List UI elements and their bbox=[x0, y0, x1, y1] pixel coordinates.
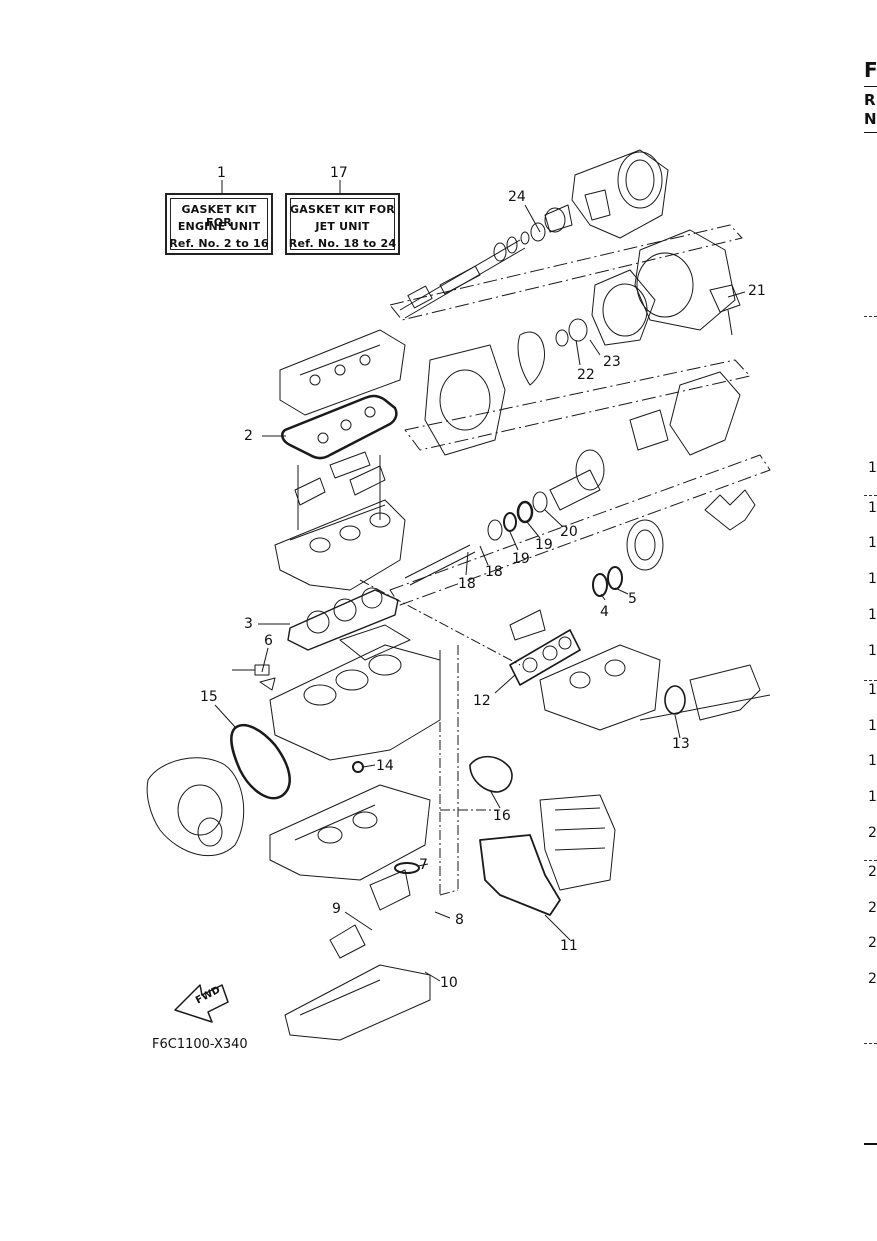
callout-24: 24 bbox=[508, 189, 526, 205]
callout-19a: 19 bbox=[535, 537, 553, 553]
callout-3: 3 bbox=[244, 616, 253, 632]
callout-10: 10 bbox=[440, 975, 458, 991]
assembly-lines bbox=[359, 579, 521, 896]
right-row-number: 1 bbox=[868, 718, 877, 734]
callout-16: 16 bbox=[493, 808, 511, 824]
drawing-code: F6C1100-X340 bbox=[152, 1037, 248, 1052]
right-header-rule-2 bbox=[864, 132, 877, 133]
callout-5: 5 bbox=[628, 591, 637, 607]
callout-18b: 18 bbox=[458, 576, 476, 592]
gasket-kit-jet-inner-border bbox=[290, 198, 395, 250]
right-row-number: 1 bbox=[868, 460, 877, 476]
callout-6: 6 bbox=[264, 633, 273, 649]
oil-bracket bbox=[329, 869, 411, 959]
right-row-number: 1 bbox=[868, 643, 877, 659]
electrical-box bbox=[539, 794, 616, 891]
gasket-16 bbox=[469, 755, 513, 793]
kit-engine-line-3: Ref. No. 2 to 16 bbox=[169, 237, 269, 250]
center-shaft bbox=[404, 449, 605, 586]
right-row-number: 2 bbox=[868, 971, 877, 987]
right-row-number: 1 bbox=[868, 535, 877, 551]
callout-12: 12 bbox=[473, 693, 491, 709]
right-header-rule-1 bbox=[864, 86, 877, 87]
drive-shaft bbox=[399, 222, 546, 319]
exhaust-manifold bbox=[539, 644, 661, 731]
right-divider bbox=[864, 1043, 877, 1044]
callout-11: 11 bbox=[560, 938, 578, 954]
right-divider bbox=[864, 860, 877, 861]
callout-17: 17 bbox=[330, 165, 348, 181]
gasket-kit-engine-inner-border bbox=[170, 198, 268, 250]
callout-19b: 19 bbox=[512, 551, 530, 567]
oil-pan bbox=[284, 964, 431, 1041]
right-row-number: 1 bbox=[868, 500, 877, 516]
crankcase-lower bbox=[269, 784, 431, 881]
kit-jet-line-1: GASKET KIT FOR bbox=[290, 203, 395, 216]
gasket-kit-engine-label: GASKET KIT FOR ENGINE UNIT Ref. No. 2 to… bbox=[165, 193, 273, 255]
right-row-number: 2 bbox=[868, 935, 877, 951]
right-row-number: 1 bbox=[868, 753, 877, 769]
kit-engine-line-1: GASKET KIT FOR bbox=[181, 203, 257, 229]
right-row-number: 1 bbox=[868, 571, 877, 587]
jet-pump-housing bbox=[544, 149, 669, 239]
stator-cover-gasket bbox=[230, 723, 291, 800]
muffler bbox=[639, 664, 771, 721]
right-divider bbox=[864, 680, 877, 681]
leader-lines bbox=[214, 180, 746, 982]
jet-housing-panel bbox=[389, 224, 771, 606]
right-bottom-rule bbox=[864, 1143, 877, 1145]
cylinder-head-gasket bbox=[287, 587, 399, 651]
callout-21: 21 bbox=[748, 283, 766, 299]
right-header-letter-1: F bbox=[864, 58, 877, 82]
right-row-number: 1 bbox=[868, 789, 877, 805]
callout-22: 22 bbox=[577, 367, 595, 383]
callout-14: 14 bbox=[376, 758, 394, 774]
callout-4: 4 bbox=[600, 604, 609, 620]
stator-cover bbox=[146, 757, 245, 857]
plate-gasket bbox=[479, 834, 561, 916]
callout-7: 7 bbox=[419, 857, 428, 873]
head-cover-gasket bbox=[281, 394, 398, 460]
right-header-letter-2: R bbox=[864, 91, 876, 109]
callout-20: 20 bbox=[560, 524, 578, 540]
exhaust-gasket bbox=[509, 629, 581, 686]
right-divider bbox=[864, 495, 877, 496]
o-ring-14 bbox=[352, 761, 364, 773]
callout-9: 9 bbox=[332, 901, 341, 917]
right-row-number: 2 bbox=[868, 825, 877, 841]
right-row-number: 2 bbox=[868, 900, 877, 916]
callout-13: 13 bbox=[672, 736, 690, 752]
impeller bbox=[509, 489, 756, 641]
right-row-number: 1 bbox=[868, 607, 877, 623]
callout-1: 1 bbox=[217, 165, 226, 181]
callout-8: 8 bbox=[455, 912, 464, 928]
cylinder-head-cover bbox=[279, 329, 406, 416]
camshaft-caps bbox=[294, 451, 386, 530]
oil-pressure-switch bbox=[232, 664, 276, 691]
cylinder-head bbox=[274, 499, 406, 591]
kit-jet-line-3: Ref. No. 18 to 24 bbox=[288, 237, 397, 250]
right-row-number: 1 bbox=[868, 682, 877, 698]
callout-15: 15 bbox=[200, 689, 218, 705]
fwd-arrow-icon bbox=[174, 984, 229, 1023]
right-divider bbox=[864, 316, 877, 317]
jet-middle-housing bbox=[424, 344, 741, 456]
callout-23: 23 bbox=[603, 354, 621, 370]
kit-jet-line-2: JET UNIT bbox=[315, 220, 370, 233]
kit-engine-line-2: ENGINE UNIT bbox=[177, 220, 261, 233]
right-row-number: 2 bbox=[868, 864, 877, 880]
impeller-housing bbox=[517, 229, 741, 386]
callout-2: 2 bbox=[244, 428, 253, 444]
head-cover-gasket-holes bbox=[317, 406, 376, 444]
callout-18a: 18 bbox=[485, 564, 503, 580]
crankcase-upper bbox=[269, 624, 441, 761]
right-header-letter-3: N bbox=[864, 110, 877, 128]
gasket-kit-jet-label: GASKET KIT FOR JET UNIT Ref. No. 18 to 2… bbox=[285, 193, 400, 255]
gasket-7 bbox=[394, 862, 420, 874]
